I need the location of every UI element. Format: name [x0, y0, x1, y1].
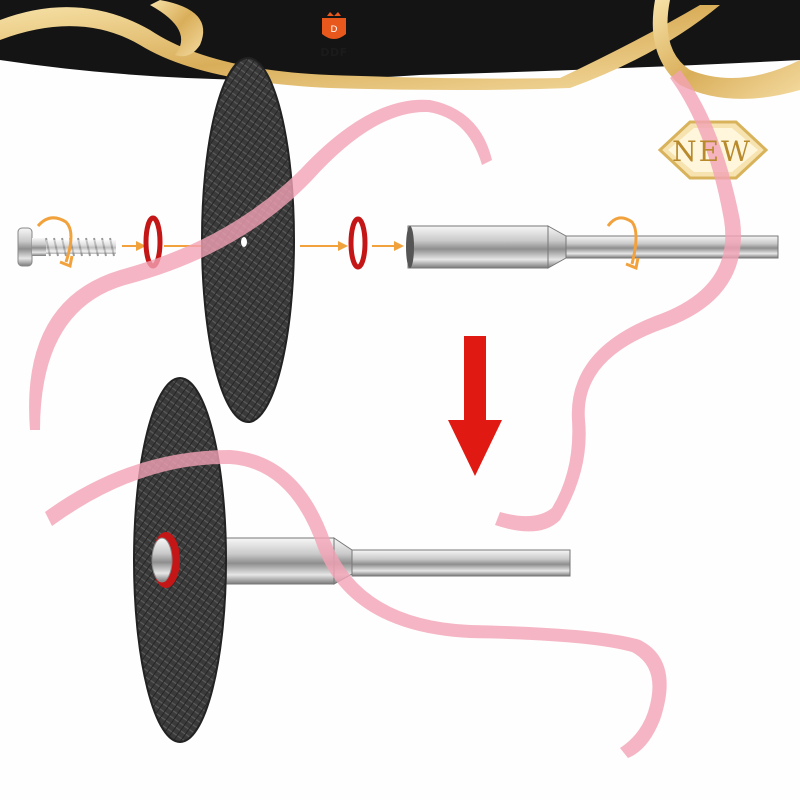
new-badge-icon [657, 120, 769, 180]
pink-ribbon [495, 70, 741, 532]
o-ring-icon [348, 216, 368, 270]
orange-arrow [300, 241, 348, 251]
down-arrow-icon [448, 336, 502, 476]
orange-arrow [372, 241, 404, 251]
brand-label: DDF [320, 46, 348, 59]
white-panel [0, 60, 800, 800]
new-badge-label: NEW [672, 135, 752, 168]
shield-crown-logo-icon: D [322, 12, 346, 39]
orange-arrow [122, 241, 146, 251]
brand-logo: DDF [306, 12, 362, 64]
rotate-arrow-icon [606, 216, 640, 271]
gold-ribbon-curl-right [652, 0, 800, 99]
pink-ribbon [45, 450, 667, 758]
screw-icon [17, 227, 116, 267]
svg-text:D: D [331, 25, 338, 35]
gold-ribbon-curl-left [150, 0, 204, 57]
gold-ribbon-top [0, 5, 720, 90]
rotate-arrow-icon [36, 216, 74, 269]
